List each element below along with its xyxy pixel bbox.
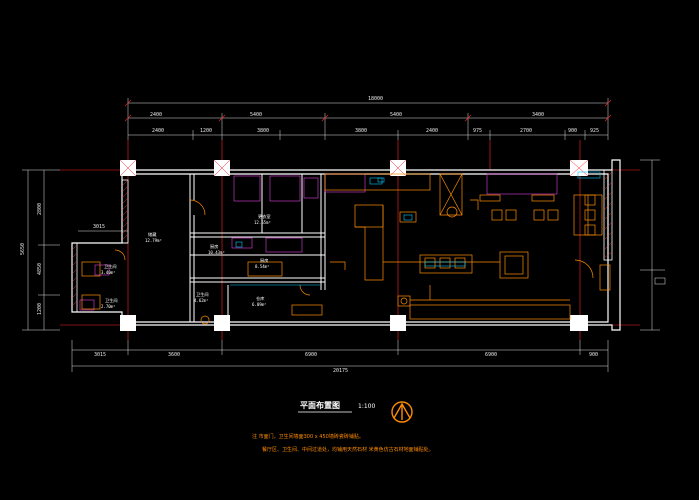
drawing-title: 平面布置图: [300, 400, 340, 410]
right-dimensions: [640, 159, 666, 331]
dim-left-1: 2800: [37, 203, 43, 215]
dim-top-2-3: 5400: [390, 112, 402, 118]
room-name-4: 仓库: [256, 295, 264, 302]
dim-bottom-5: 900: [589, 352, 598, 358]
hatched-walls: [71, 169, 613, 313]
outer-walls: [71, 159, 621, 331]
dim-top-2-4: 3400: [532, 112, 544, 118]
dim-top-3-4: 3800: [355, 128, 367, 134]
dim-top-3-5: 2400: [426, 128, 438, 134]
dim-top-2-1: 2400: [150, 112, 162, 118]
dim-top-3-3: 3800: [257, 128, 269, 134]
dim-top-2-2: 5400: [250, 112, 262, 118]
dim-bottom-2: 3600: [168, 352, 180, 358]
room-name-1: 储藏: [148, 231, 157, 238]
room-area-6: 2.70m²: [101, 304, 115, 309]
room-area-2: 12.65m²: [254, 220, 271, 225]
left-dimensions: [22, 169, 60, 331]
room-area-4: 6.09m²: [252, 302, 266, 307]
dim-bottom-4: 6900: [485, 352, 497, 358]
room-area-3: 8.54m²: [255, 264, 269, 269]
dim-left-overall: 5650: [20, 243, 26, 255]
dim-left-2: 4850: [37, 263, 43, 275]
bottom-dimensions: [71, 340, 609, 372]
note-line-2: 餐厅区、卫生间、中间过道处，均铺用天然石材 米黄色仿古石材地面铺贴处。: [262, 446, 434, 453]
dim-bottom-3: 6900: [305, 352, 317, 358]
dim-top-3-1: 2400: [152, 128, 164, 134]
room-area-7: 4.62m²: [194, 298, 208, 303]
room-area-1: 12.79m²: [145, 238, 162, 243]
dim-top-3-7: 2700: [520, 128, 532, 134]
room-name-6: 卫生间: [105, 297, 118, 304]
dim-top-3-2: 1200: [200, 128, 212, 134]
dim-top-3-9: 925: [590, 128, 599, 134]
dim-top-3-8: 900: [568, 128, 577, 134]
room-area-5: 3.40m²: [101, 270, 115, 275]
dim-bottom-1: 3015: [94, 352, 106, 358]
room-name-8: 厨房: [210, 243, 218, 250]
room-name-3: 厨房: [260, 257, 268, 264]
north-arrow-icon: [391, 401, 413, 423]
fixtures: [79, 173, 558, 311]
dim-left-small: 3015: [93, 224, 105, 230]
room-area-8: 10.43m²: [208, 250, 225, 255]
top-dimensions: [127, 98, 609, 140]
note-line-1: 注 市面门，卫生间墙面300 x 450墙砖瓷砖铺贴。: [252, 433, 364, 440]
dim-top-3-6: 975: [473, 128, 482, 134]
dim-bottom-overall: 20175: [333, 368, 348, 374]
room-name-2: 更衣室: [258, 213, 271, 220]
room-name-7: 卫生间: [196, 291, 209, 298]
interior-walls: [122, 174, 326, 322]
furniture: [81, 173, 611, 325]
room-name-5: 卫生间: [104, 263, 117, 270]
dim-left-3: 1200: [37, 303, 43, 315]
drawing-scale: 1:100: [358, 403, 375, 410]
dim-overall-top: 18000: [368, 96, 383, 102]
accents: [230, 171, 601, 286]
